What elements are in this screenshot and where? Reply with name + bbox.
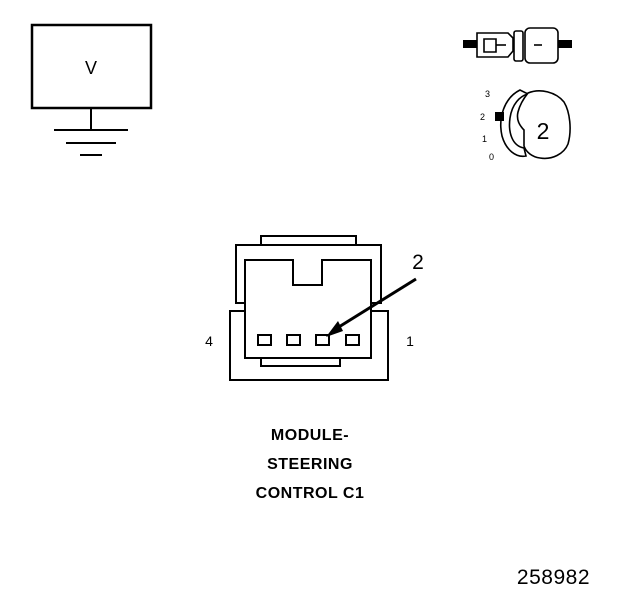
caption-line-1: MODULE-	[270, 427, 350, 444]
cavity-1	[345, 334, 360, 346]
pin-label-right: 1	[406, 333, 414, 349]
test-probe-icon	[463, 27, 572, 64]
ground-icon	[54, 108, 128, 156]
cavity-3	[286, 334, 301, 346]
voltmeter: V	[30, 23, 153, 156]
caption-line-3: CONTROL C1	[255, 485, 365, 502]
callout-label: 2	[412, 251, 424, 274]
dial-position-2: 2	[480, 112, 485, 122]
connector-c1	[229, 235, 389, 381]
pin-label-left: 4	[205, 333, 213, 349]
dial-position-1: 1	[482, 134, 487, 144]
connector-cavities	[257, 334, 360, 346]
connector-shroud	[229, 310, 389, 381]
dial-position-3: 3	[485, 89, 490, 99]
caption-line-2: STEERING	[267, 456, 353, 473]
cavity-4	[257, 334, 272, 346]
callout-arrow	[326, 277, 417, 337]
selector-knob-icon	[495, 89, 571, 160]
figure-number: 258982	[516, 566, 590, 589]
dial-setting: 2	[537, 118, 550, 144]
dial-position-0: 0	[489, 152, 494, 162]
cavity-2	[315, 334, 330, 346]
voltmeter-symbol: V	[85, 58, 97, 78]
selector-dial: 3 2 1 0 2	[480, 89, 571, 162]
